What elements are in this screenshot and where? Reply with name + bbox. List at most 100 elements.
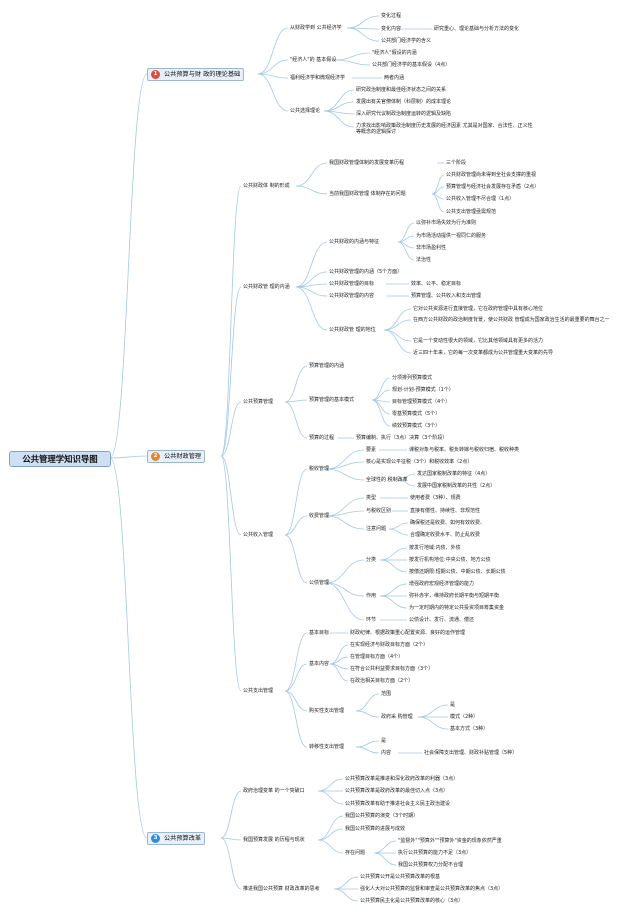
node[interactable]: 预算的过程: [309, 435, 335, 441]
node[interactable]: 我国预算发展 的历程与现状: [243, 837, 305, 843]
node[interactable]: 推进我国公共预算 财政改革的思考: [243, 886, 320, 892]
node[interactable]: 公共选择理论: [290, 108, 321, 114]
node[interactable]: 基本目标: [309, 630, 330, 636]
node[interactable]: 环节: [366, 617, 377, 623]
node[interactable]: 在实现经济与财政目标方面（2个）: [350, 642, 429, 648]
node[interactable]: 核心是实现公平征税（3个）和税收效率（2点）: [366, 459, 473, 465]
node[interactable]: 与税收区别: [366, 508, 392, 514]
node[interactable]: 公债设计、发行、流通、偿还: [409, 617, 475, 623]
node[interactable]: 作用: [366, 593, 377, 599]
root-topic[interactable]: 公共管理学知识导图: [9, 451, 111, 467]
node[interactable]: 财政纪律、根据政策重心配置资源、良好的运作管理: [350, 630, 466, 636]
node[interactable]: 以弥补市场失效为行为准则: [416, 220, 477, 226]
node[interactable]: 政府采 购管理: [381, 714, 413, 720]
node[interactable]: 目标管理预算模式（4个）: [392, 399, 451, 405]
node[interactable]: 预算管理、公共收入和支出管理: [411, 293, 482, 299]
node[interactable]: 转移性支出管理: [309, 744, 345, 750]
node[interactable]: 要素: [366, 447, 377, 453]
node[interactable]: 公共支出管理: [243, 688, 274, 694]
node[interactable]: 基本内容: [309, 661, 330, 667]
node[interactable]: "监督外""预算外""预算外"资金的现象依然严重: [398, 838, 502, 844]
node[interactable]: 公共支出管理亟需规范: [446, 209, 497, 215]
node[interactable]: 在符合公共利益要求目标方面（3个）: [350, 666, 434, 672]
node[interactable]: 公共财政管理的内涵（5个方面）: [329, 269, 403, 275]
node[interactable]: 变化过程: [381, 13, 402, 19]
node[interactable]: 我国公共预算的进展与成效: [345, 826, 406, 832]
node[interactable]: 按偿还期限:短期公债、中期公债、长期公债: [409, 569, 506, 575]
node[interactable]: 力求找出影响政策政治制度历史发展的经济因素 尤其是对国家、合法性、正义性等概念的…: [356, 123, 533, 135]
node[interactable]: 法治性: [416, 257, 432, 263]
node[interactable]: 公共收入管理: [243, 532, 274, 538]
node[interactable]: 是: [450, 702, 456, 708]
node[interactable]: 弥补赤字，维持政府长期平衡与短期平衡: [409, 593, 500, 599]
node[interactable]: 在政治相关目标方面（2个）: [350, 678, 414, 684]
node[interactable]: 全球性的 税制改革: [366, 477, 408, 483]
node[interactable]: 税收管理: [309, 466, 330, 472]
node[interactable]: 强化人大对公共预算的监督和审查是公共预算改革的焦点（3点）: [360, 886, 504, 892]
node[interactable]: 公共预算管理: [243, 399, 274, 405]
node[interactable]: 公共财政管 理的内涵: [243, 284, 290, 290]
node[interactable]: 近三四十年来，它的每一次变革都成为公共管理重大变革的先导: [413, 350, 554, 356]
node[interactable]: 收费管理: [309, 513, 330, 519]
node[interactable]: 非市场盈利性: [416, 245, 447, 251]
node[interactable]: 发达国家税制改革的特征（4点）: [417, 471, 491, 477]
section-3-topic[interactable]: 3 公共预算改革: [147, 832, 206, 845]
section-1-topic[interactable]: 1 公共预算与财 政的理论基础: [147, 68, 245, 81]
node[interactable]: 我国公共预算权力分配不合理: [398, 862, 464, 868]
node[interactable]: 从财政学到 公共经济学: [290, 25, 342, 31]
node[interactable]: 三个阶段: [446, 160, 467, 166]
node[interactable]: 公共预算公开是公共预算改革的根基: [360, 874, 441, 880]
node[interactable]: 公共部门经济学的含义: [381, 38, 432, 44]
node[interactable]: 使用者费（3种）、规费: [410, 495, 461, 501]
node[interactable]: 购买性支出管理: [309, 708, 345, 714]
node[interactable]: 公共财政管理的目标: [329, 281, 375, 287]
node[interactable]: 它对公共资源进行直接管理，它在政府管理中具有核心地位: [413, 306, 544, 312]
node[interactable]: 预算管理的基本模式: [309, 397, 355, 403]
node[interactable]: 预算管理的内涵: [309, 363, 345, 369]
node[interactable]: 模式（2种）: [450, 714, 479, 720]
node[interactable]: 发展出有关官僚体制（科层制）的成本理论: [356, 99, 452, 105]
node[interactable]: 基本方式（3种）: [450, 726, 489, 732]
node[interactable]: 研究重心、理论基础与分析方法的变化: [434, 26, 520, 32]
node[interactable]: 当前我国财政管理 体制存在的问题: [329, 191, 406, 197]
node[interactable]: 福利经济学和微观经济学: [290, 75, 346, 81]
node[interactable]: 确保税还是收费、如何有效收费、: [410, 520, 486, 526]
node[interactable]: 社会保障支出管理、财政补贴管理（5种）: [424, 750, 518, 756]
node[interactable]: 发展中国家税制改革的共性（2点）: [417, 483, 496, 489]
node[interactable]: 分项排列预算模式: [392, 375, 433, 381]
node[interactable]: 按发行机构地位:中央公债、地方公债: [409, 557, 491, 563]
node[interactable]: 类型: [366, 495, 377, 501]
node[interactable]: 它是一个变动性很大的领域，它比其他领域具有更多的活力: [413, 338, 544, 344]
node[interactable]: 存在问题: [345, 850, 366, 856]
node[interactable]: 预算编制、执行（3点）决算（3个阶段）: [356, 435, 448, 441]
node[interactable]: 公共部门经济学的基本假设（4点）: [372, 62, 451, 68]
node[interactable]: 按发行地域:内债、外债: [409, 545, 461, 551]
node[interactable]: 在管理目标方面（4个）: [350, 654, 404, 660]
node[interactable]: 预算管理与经济社会发展存在矛盾（2点）: [446, 184, 540, 190]
node[interactable]: 是: [381, 738, 387, 744]
node[interactable]: 公共财政管理的内容: [329, 293, 375, 299]
node[interactable]: 合理确定收费水平、防止乱收费: [410, 532, 481, 538]
node[interactable]: 公共收入管理不尽合理（1点）: [446, 196, 515, 202]
node[interactable]: 增强政府宏观经济管理的能力: [409, 581, 475, 587]
node[interactable]: 为市场活动提供一视同仁的服务: [416, 233, 487, 239]
node[interactable]: 执行公共预算的能力不足（3点）: [398, 850, 472, 856]
node[interactable]: 公共财政管 理的地位: [329, 327, 376, 333]
node[interactable]: 直接有偿性、持续性、非规范性: [410, 508, 481, 514]
node[interactable]: 公共财政体 制的形成: [243, 183, 290, 189]
node[interactable]: 变化内容: [381, 26, 402, 32]
node[interactable]: 内容: [381, 750, 392, 756]
node[interactable]: "经济人"假设的内涵: [372, 50, 417, 56]
node[interactable]: 注意问题: [366, 526, 387, 532]
node[interactable]: 研究政治制度和最佳经济状态之间的关系: [356, 87, 447, 93]
node[interactable]: 两者内涵: [384, 75, 405, 81]
node[interactable]: 公共财政管理尚未得到全社会支撑的重视: [446, 172, 537, 178]
node[interactable]: 公共预算改革有助于推进社会主义民主政治建设: [345, 801, 451, 807]
node[interactable]: 公债管理: [309, 580, 330, 586]
node[interactable]: 我国财政管理体制的发展变革历程: [329, 160, 405, 166]
node[interactable]: 深入研究代议制政治制度运转的逻辑及缺陷: [356, 111, 452, 117]
node[interactable]: 绩效预算模式（3个）: [392, 423, 441, 429]
node[interactable]: 规划-计划-预算模式（1个）: [392, 387, 454, 393]
node[interactable]: 公共预算改革是政府改革的最佳切入点（3点）: [345, 788, 449, 794]
node[interactable]: 效率、公平、稳定目标: [411, 281, 462, 287]
